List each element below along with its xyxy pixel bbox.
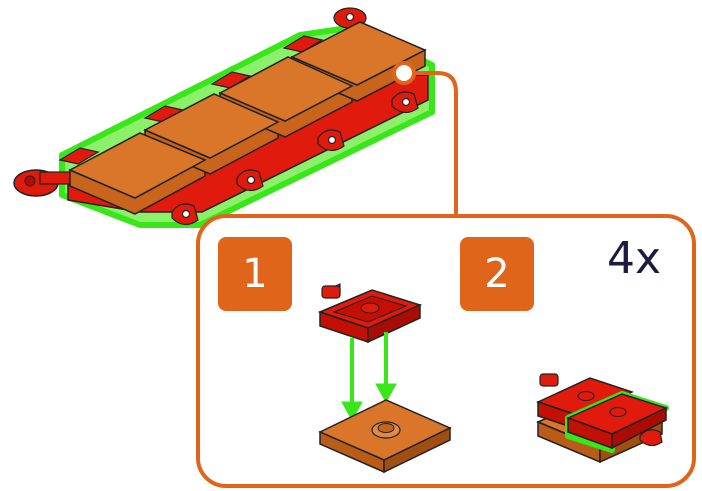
- step-number-1: 1: [218, 237, 292, 311]
- step1-arrows: [341, 332, 397, 422]
- callout-connector: [392, 61, 458, 214]
- front-clips: [171, 91, 419, 226]
- back-clips: [58, 7, 367, 165]
- tile-3: [218, 56, 354, 122]
- step1-red-plate: [317, 283, 423, 344]
- step-number-1-label: 1: [242, 251, 268, 297]
- tile-1: [68, 132, 207, 199]
- callout-target-circle: [392, 61, 416, 85]
- quantity-multiplier: 4x: [607, 233, 662, 284]
- main-assembly: [13, 7, 435, 228]
- tile-tops: [68, 21, 427, 199]
- step1-orange-plate: [318, 399, 452, 474]
- step-number-2-label: 2: [484, 251, 510, 297]
- step-number-2: 2: [460, 237, 534, 311]
- tile-2: [143, 93, 280, 159]
- tile-4: [290, 21, 427, 86]
- step2-assembled-part: [535, 373, 669, 464]
